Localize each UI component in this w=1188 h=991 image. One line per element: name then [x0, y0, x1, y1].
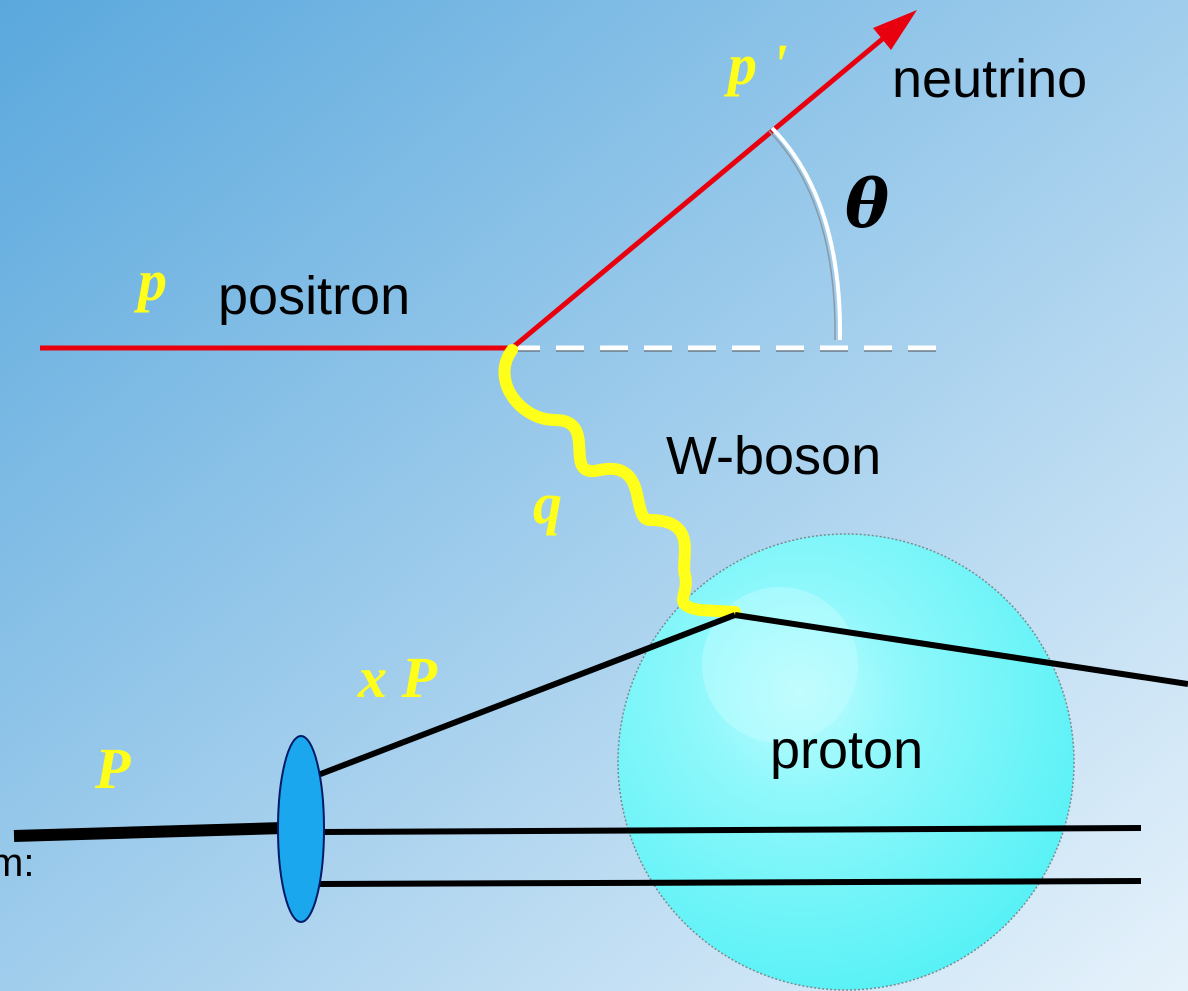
momentum-transfer-label: q	[533, 471, 562, 536]
scattering-angle-label: θ	[845, 165, 889, 243]
edge-fragment-label: m:	[0, 841, 34, 885]
angle-arc	[770, 126, 843, 341]
scattered-parton-line	[734, 612, 1188, 687]
struck-parton-line	[316, 612, 737, 778]
outgoing-particle-label: neutrino	[892, 49, 1087, 109]
outgoing-momentum-label: p '	[723, 32, 788, 97]
spectator-line-2	[317, 878, 1142, 887]
proton-momentum-label: P	[94, 736, 131, 801]
incoming-momentum-label: p	[133, 248, 167, 313]
outgoing-lepton-line	[510, 34, 888, 350]
incoming-particle-label: positron	[218, 266, 410, 326]
parton-momentum-label: x P	[357, 645, 438, 710]
arrow-head-icon	[873, 10, 917, 50]
incoming-proton-line	[13, 822, 284, 842]
spectator-line-1	[317, 825, 1142, 835]
boson-wavy-line	[498, 344, 741, 618]
boson-label: W-boson	[666, 426, 881, 486]
quark-blob	[277, 735, 325, 923]
proton-label: proton	[770, 720, 923, 780]
angle-arc-shadow	[768, 130, 836, 341]
